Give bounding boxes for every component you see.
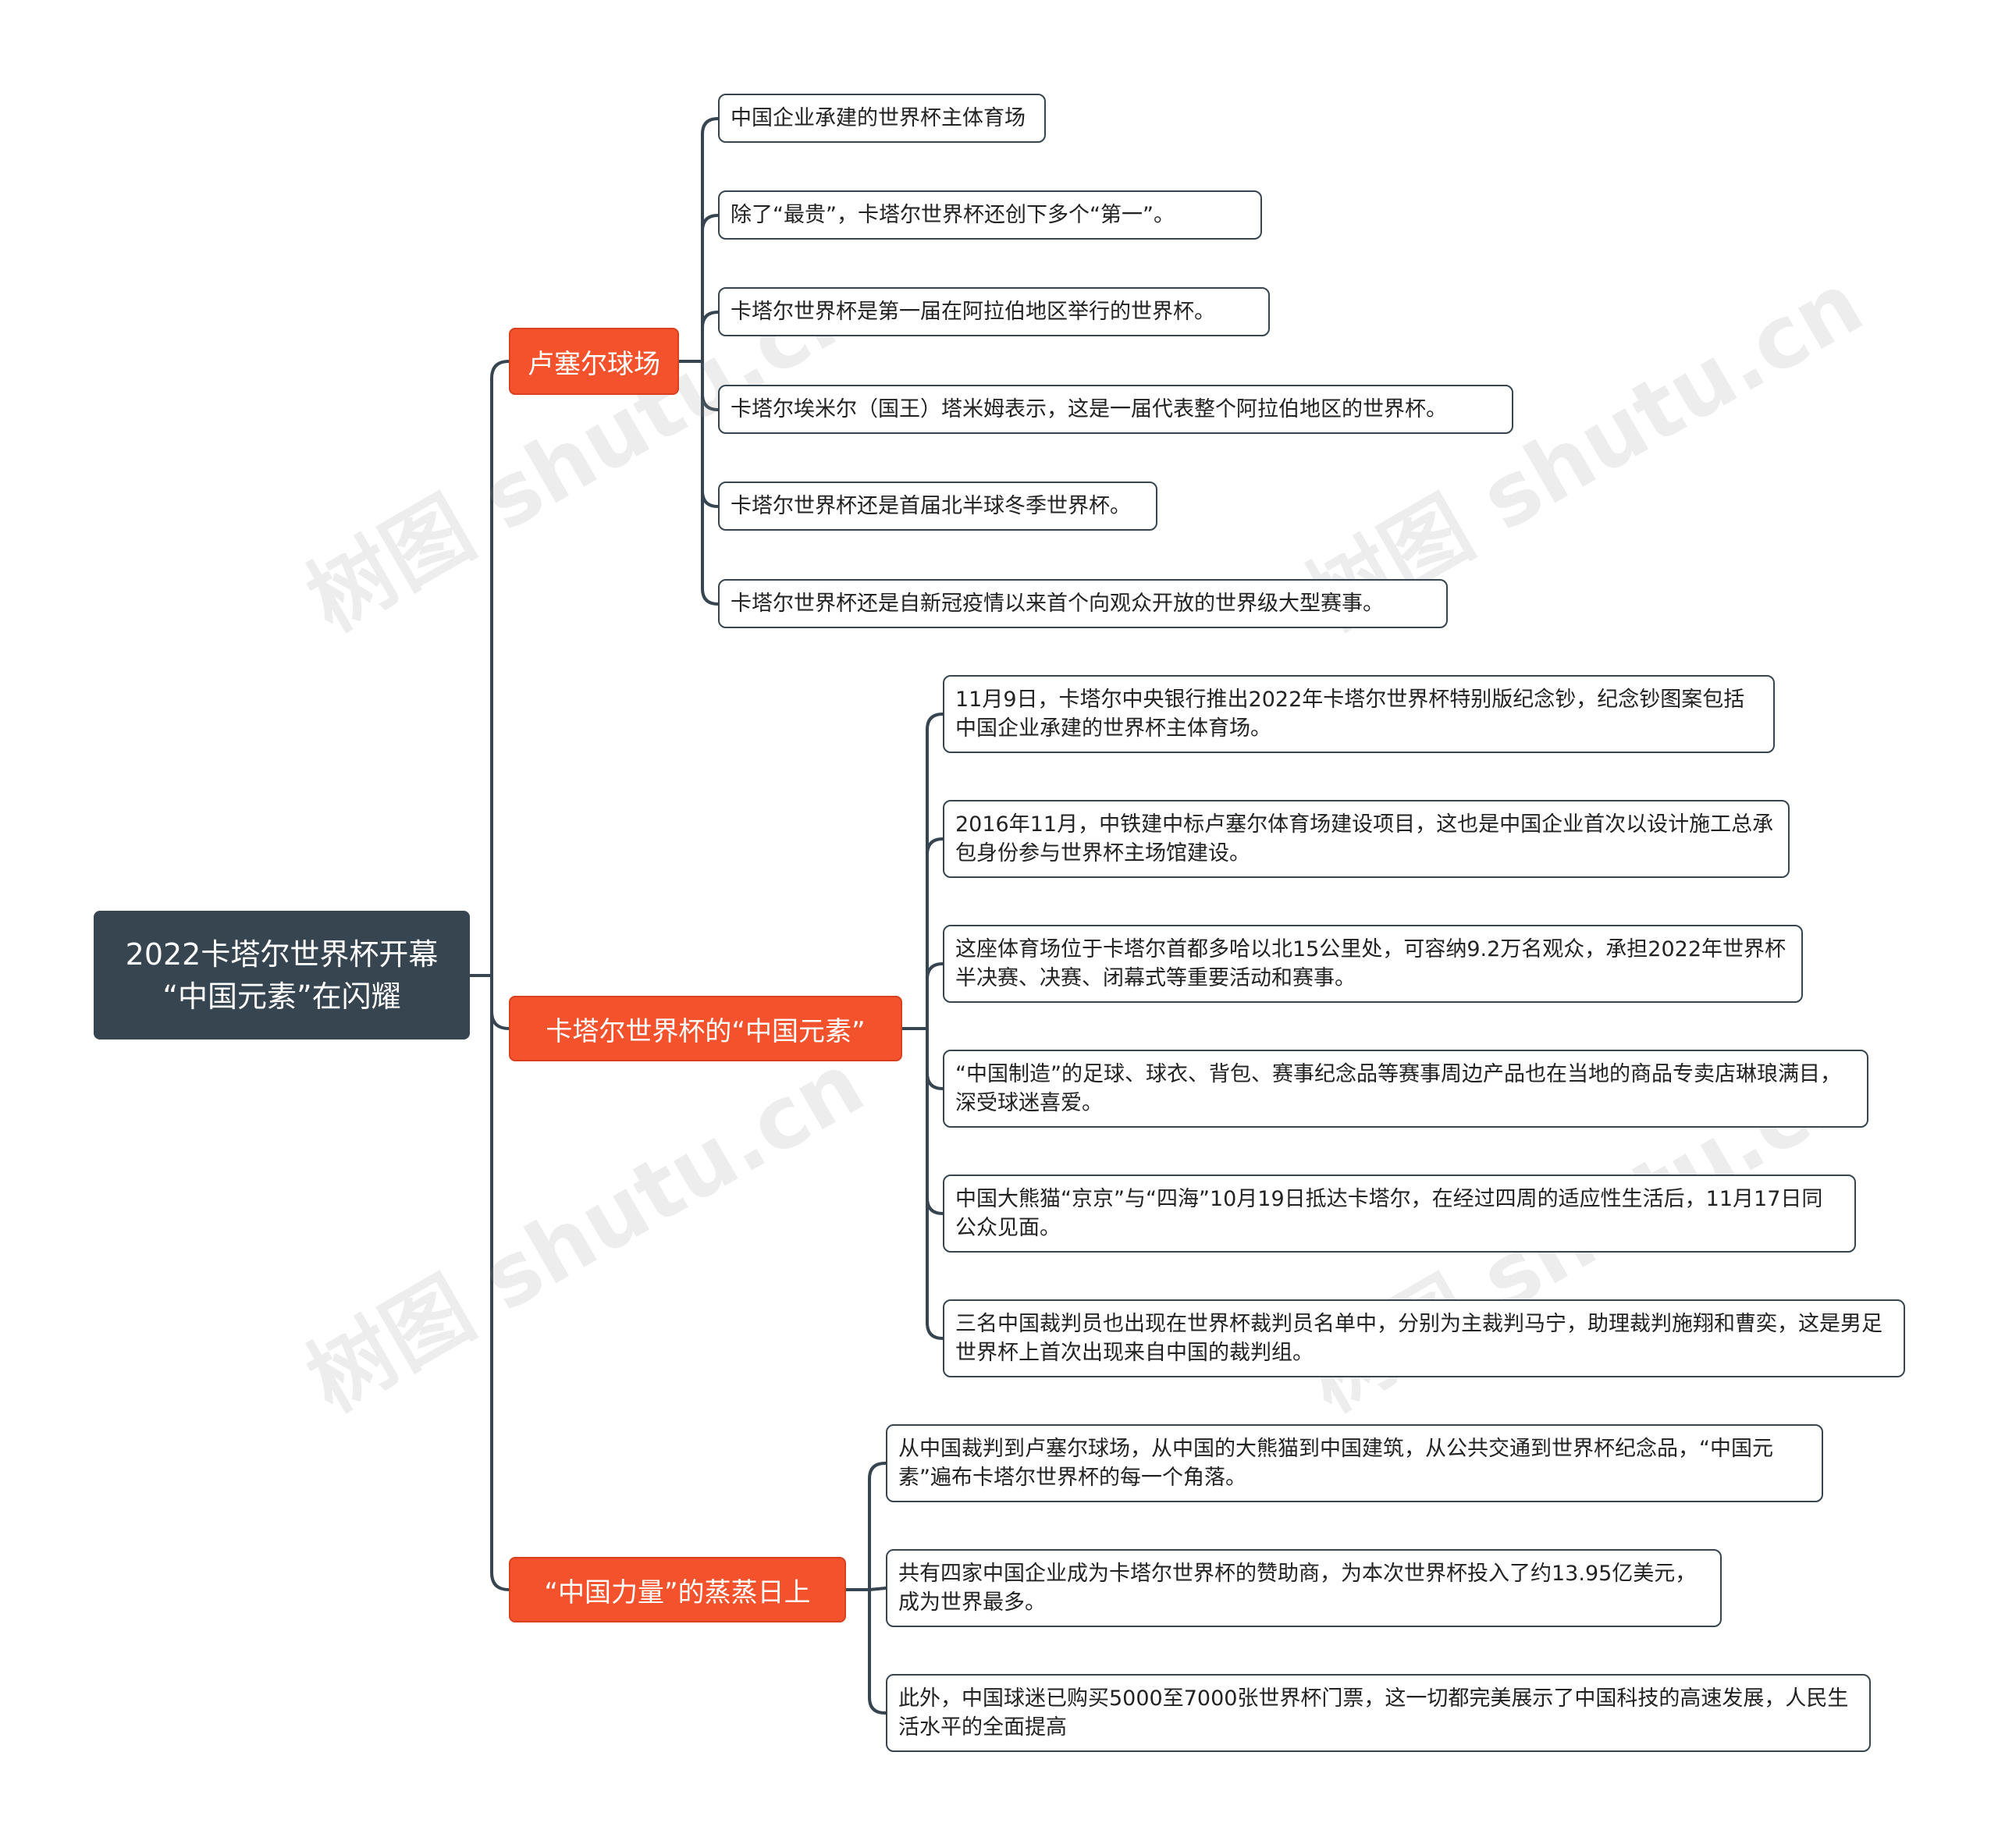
connector-line <box>868 1588 887 1715</box>
connector-line <box>490 974 510 1591</box>
leaf-topic[interactable]: 三名中国裁判员也出现在世界杯裁判员名单中，分别为主裁判马宁，助理裁判施翔和曹奕，… <box>943 1299 1905 1377</box>
connector-line <box>701 311 720 363</box>
leaf-topic[interactable]: 此外，中国球迷已购买5000至7000张世界杯门票，这一切都完美展示了中国科技的… <box>886 1674 1871 1752</box>
leaf-topic[interactable]: 卡塔尔世界杯是第一届在阿拉伯地区举行的世界杯。 <box>718 287 1270 336</box>
leaf-topic[interactable]: 从中国裁判到卢塞尔球场，从中国的大熊猫到中国建筑，从公共交通到世界杯纪念品，“中… <box>886 1424 1823 1502</box>
connector-line <box>926 1027 944 1215</box>
leaf-topic[interactable]: 共有四家中国企业成为卡塔尔世界杯的赞助商，为本次世界杯投入了约13.95亿美元，… <box>886 1549 1722 1627</box>
branch-china-power[interactable]: “中国力量”的蒸蒸日上 <box>509 1557 846 1622</box>
root-title-line2: “中国元素”在闪耀 <box>162 979 401 1014</box>
branch-lusail-stadium[interactable]: 卢塞尔球场 <box>509 328 679 395</box>
connector-line <box>701 214 720 363</box>
connector-line <box>490 360 510 977</box>
branch-label: 卡塔尔世界杯的“中国元素” <box>546 1015 866 1047</box>
connector-line <box>490 974 510 1030</box>
leaf-topic[interactable]: 卡塔尔世界杯还是首届北半球冬季世界杯。 <box>718 482 1157 531</box>
leaf-topic[interactable]: 卡塔尔埃米尔（国王）塔米姆表示，这是一届代表整个阿拉伯地区的世界杯。 <box>718 385 1513 434</box>
connector-line <box>868 1587 887 1591</box>
connector-line <box>926 837 944 1030</box>
leaf-topic[interactable]: 2016年11月，中铁建中标卢塞尔体育场建设项目，这也是中国企业首次以设计施工总… <box>943 800 1790 878</box>
root-title-line1: 2022卡塔尔世界杯开幕 <box>125 936 439 972</box>
connector-line <box>701 360 720 606</box>
root-topic[interactable]: 2022卡塔尔世界杯开幕 “中国元素”在闪耀 <box>94 911 470 1040</box>
connector-line <box>926 713 944 1030</box>
leaf-topic[interactable]: 这座体育场位于卡塔尔首都多哈以北15公里处，可容纳9.2万名观众，承担2022年… <box>943 925 1803 1003</box>
connector-line <box>926 962 944 1030</box>
connector-line <box>926 1027 944 1340</box>
branch-label: 卢塞尔球场 <box>528 348 660 380</box>
leaf-topic[interactable]: 除了“最贵”，卡塔尔世界杯还创下多个“第一”。 <box>718 190 1262 240</box>
leaf-topic[interactable]: 卡塔尔世界杯还是自新冠疫情以来首个向观众开放的世界级大型赛事。 <box>718 579 1448 628</box>
leaf-topic[interactable]: 中国企业承建的世界杯主体育场 <box>718 94 1046 143</box>
connector-line <box>926 1027 944 1090</box>
leaf-topic[interactable]: 中国大熊猫“京京”与“四海”10月19日抵达卡塔尔，在经过四周的适应性生活后，1… <box>943 1175 1856 1253</box>
leaf-topic[interactable]: 11月9日，卡塔尔中央银行推出2022年卡塔尔世界杯特别版纪念钞，纪念钞图案包括… <box>943 675 1775 753</box>
connector-line <box>868 1462 887 1591</box>
leaf-topic[interactable]: “中国制造”的足球、球衣、背包、赛事纪念品等赛事周边产品也在当地的商品专卖店琳琅… <box>943 1050 1868 1128</box>
connector-line <box>701 117 720 363</box>
branch-label: “中国力量”的蒸蒸日上 <box>544 1576 811 1608</box>
branch-china-elements[interactable]: 卡塔尔世界杯的“中国元素” <box>509 996 902 1061</box>
